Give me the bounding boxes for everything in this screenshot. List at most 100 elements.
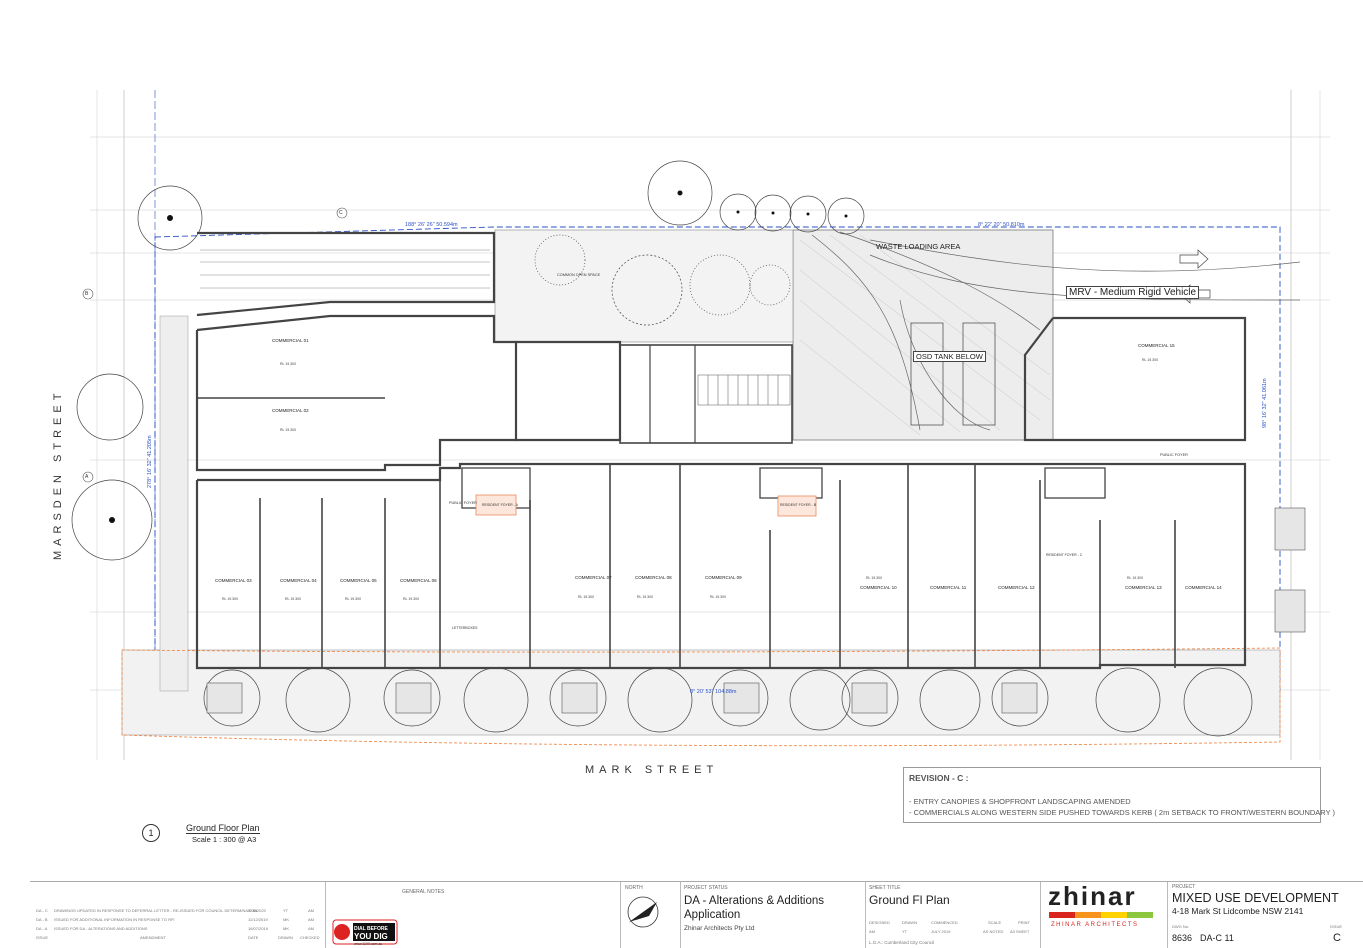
print-value: A3 SHEET <box>1010 929 1030 934</box>
dial-web-label: www.1100.com.au <box>354 942 383 946</box>
level-tag: RL 19.300 <box>285 597 302 601</box>
dwg-no-label: DWG No. <box>1172 924 1190 929</box>
commercial-13-label: COMMERCIAL 13 <box>1125 585 1162 590</box>
lga-label: L.G.A.: Cumberland City Council <box>869 940 935 945</box>
resident-foyer-c-label: RESIDENT FOYER - C <box>1046 553 1083 557</box>
grid-mark-a: A <box>85 474 89 480</box>
drawn-value: YT <box>902 929 908 934</box>
grid-mark-c: C <box>339 210 343 216</box>
sheet-title-label: SHEET TITLE <box>869 885 901 891</box>
public-foyer-a-label: PUBLIC FOYER <box>449 501 477 505</box>
commercial-03-label: COMMERCIAL 03 <box>215 578 252 583</box>
letterboxes-label: LETTERBOXES <box>452 626 478 630</box>
commercial-07-label: COMMERCIAL 07 <box>575 575 612 580</box>
amendment-rev: DA - A <box>36 926 48 931</box>
commenced-value: JULY 2019 <box>931 929 951 934</box>
scale-label: SCALE <box>988 920 1002 925</box>
project-address: 4-18 Mark St Lidcombe NSW 2141 <box>1172 906 1304 916</box>
resident-foyer-b-label: RESIDENT FOYER - B <box>780 503 817 507</box>
osd-tank-label: OSD TANK BELOW <box>913 351 986 362</box>
level-tag: RL 19.300 <box>1142 358 1159 362</box>
revision-line: - COMMERCIALS ALONG WESTERN SIDE PUSHED … <box>909 808 1336 817</box>
amendment-rev: DA - B <box>36 917 48 922</box>
mrv-label: MRV - Medium Rigid Vehicle <box>1066 286 1200 299</box>
common-open-space-label: COMMON OPEN SPACE <box>557 273 601 277</box>
amendment-header: DATE <box>248 935 259 940</box>
bearing-right: 98° 16' 32" 41.061m <box>1262 378 1268 428</box>
title-block: DA - C DRAWINGS UPDATED IN RESPONSE TO D… <box>30 881 1363 948</box>
level-tag: RL 19.300 <box>710 595 727 599</box>
amendments-table: DA - C DRAWINGS UPDATED IN RESPONSE TO D… <box>30 882 325 948</box>
level-tag: RL 19.300 <box>637 595 654 599</box>
issue-value: C <box>1333 932 1341 944</box>
level-tag: RL 19.300 <box>866 576 883 580</box>
amendment-by: YT <box>283 908 289 913</box>
view-title: Ground Floor Plan <box>186 823 260 834</box>
commercial-14-label: COMMERCIAL 14 <box>1185 585 1222 590</box>
project-label: PROJECT <box>1172 884 1196 890</box>
north-label: NORTH <box>625 885 643 891</box>
zhinar-architects-label: ZHINAR ARCHITECTS <box>1051 922 1139 928</box>
drawing-number: DA-C 11 <box>1200 933 1234 943</box>
mark-street-label: MARK STREET <box>585 764 719 776</box>
commercial-11-label: COMMERCIAL 11 <box>930 585 967 590</box>
amendment-chk: AM <box>308 917 314 922</box>
amendment-header: DRAWN <box>278 935 293 940</box>
level-tag: RL 19.300 <box>403 597 420 601</box>
issue-label: ISSUE <box>1330 924 1343 929</box>
commercial-08-label: COMMERCIAL 08 <box>635 575 672 580</box>
amendment-header: AMENDMENT <box>140 935 166 940</box>
level-tag: RL 19.300 <box>280 362 297 366</box>
commercial-04-label: COMMERCIAL 04 <box>280 578 317 583</box>
general-notes-heading: GENERAL NOTES <box>402 889 445 895</box>
amendment-header: CHECKED <box>300 935 320 940</box>
commercial-09-label: COMMERCIAL 09 <box>705 575 742 580</box>
revision-note-box: REVISION - C : - ENTRY CANOPIES & SHOPFR… <box>903 767 1335 823</box>
you-dig-label: YOU DIG <box>354 932 388 941</box>
bearing-left: 278° 16' 32" 41.205m <box>147 435 153 488</box>
level-tag: RL 19.300 <box>578 595 595 599</box>
view-scale: Scale 1 : 300 @ A3 <box>192 835 257 844</box>
grid-mark-b: B <box>85 291 89 297</box>
revision-line: - ENTRY CANOPIES & SHOPFRONT LANDSCAPING… <box>909 797 1131 806</box>
bearing-bottom: 8° 20' 53" 104.88m <box>690 689 737 695</box>
commercial-12-label: COMMERCIAL 12 <box>998 585 1035 590</box>
amendment-desc: DRAWINGS UPDATED IN RESPONSE TO DEFERRAL… <box>54 908 258 913</box>
project-title: MIXED USE DEVELOPMENT <box>1172 891 1339 905</box>
resident-foyer-a-label: RESIDENT FOYER - A <box>482 503 518 507</box>
level-tag: RL 19.300 <box>222 597 239 601</box>
bearing-top-left: 188° 26' 26" 50.594m <box>405 222 458 228</box>
commercial-15-label: COMMERCIAL 15 <box>1138 343 1175 348</box>
commercial-01-label: COMMERCIAL 01 <box>272 338 309 343</box>
designed-value: AM <box>869 929 875 934</box>
amendment-header: ISSUE <box>36 935 49 940</box>
level-tag: RL 19.300 <box>280 428 297 432</box>
amendment-by: MK <box>283 917 289 922</box>
amendment-date: 16/07/2019 <box>248 926 269 931</box>
level-tag: RL 19.300 <box>345 597 362 601</box>
commenced-label: COMMENCED <box>931 920 958 925</box>
amendment-desc: ISSUED FOR DA - ALTERATIONS AND ADDITION… <box>54 926 148 931</box>
revision-title: REVISION - C : <box>909 773 969 783</box>
amendment-chk: AM <box>308 926 314 931</box>
amendment-by: MK <box>283 926 289 931</box>
project-status: DA - Alterations & Additions Application <box>684 895 824 921</box>
amendment-desc: ISSUED FOR ADDITIONAL INFORMATION IN RES… <box>54 917 175 922</box>
scale-value: AS NOTED <box>983 929 1004 934</box>
sheet-title: Ground Fl Plan <box>869 893 950 907</box>
commercial-10-label: COMMERCIAL 10 <box>860 585 897 590</box>
project-status-label: PROJECT STATUS <box>684 885 728 891</box>
zhinar-logo: zhinar <box>1048 881 1137 911</box>
job-number: 8636 <box>1172 933 1193 943</box>
marsden-street-label: MARSDEN STREET <box>52 388 64 560</box>
amendment-chk: AM <box>308 908 314 913</box>
commercial-05-label: COMMERCIAL 05 <box>340 578 377 583</box>
bearing-top-right: 8° 22' 20" 50.810m <box>978 222 1025 228</box>
dial-before-label: DIAL BEFORE <box>354 926 388 932</box>
amendment-date: 4/06/2020 <box>248 908 266 913</box>
print-label: PRINT <box>1018 920 1030 925</box>
commercial-06-label: COMMERCIAL 06 <box>400 578 437 583</box>
designed-label: DESIGNED <box>869 920 890 925</box>
view-number-bubble: 1 <box>142 824 160 842</box>
